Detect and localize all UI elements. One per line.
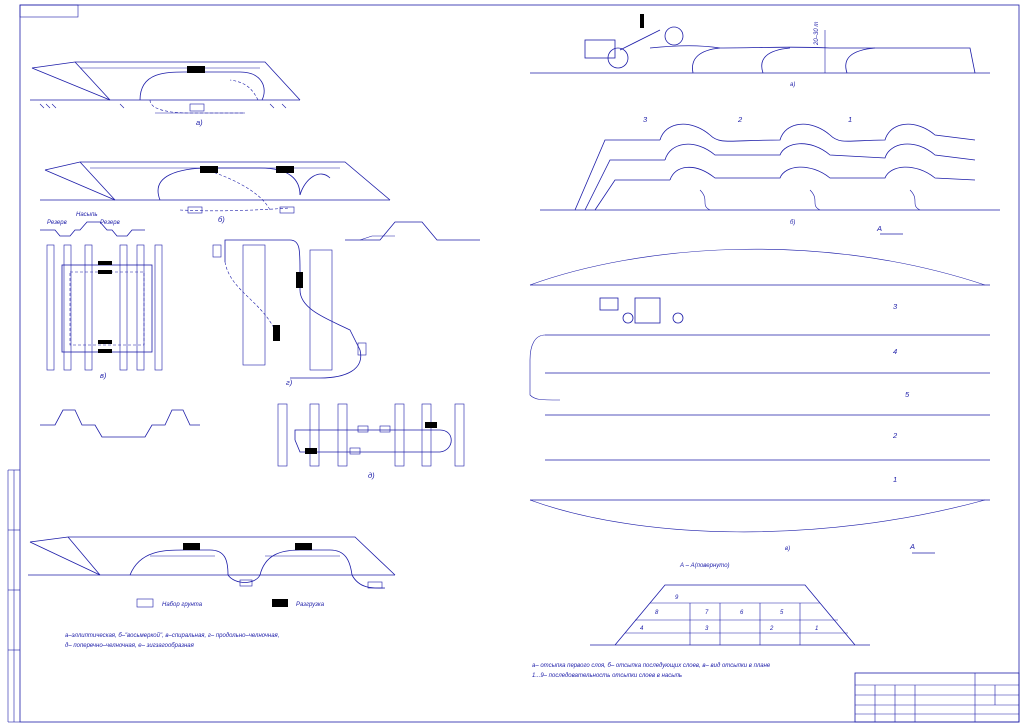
unload-block — [187, 66, 205, 73]
dim-label: 20–30 m — [814, 22, 820, 46]
scheme-b: б) — [40, 161, 391, 224]
fill-block — [189, 103, 205, 112]
right-scheme-a: 20–30 m а) — [530, 14, 990, 88]
legend: Набор грунта Разгрузка — [136, 598, 325, 608]
right-fig-label-v: в) — [785, 546, 790, 552]
reserve-section: Резерв Насыпь Резерв — [40, 212, 480, 241]
scheme-e — [28, 536, 396, 589]
section-title: А – А(повернуто) — [679, 563, 730, 569]
section-cell-number: 5 — [780, 610, 784, 616]
scheme-a: а) — [30, 61, 301, 127]
scheme-d: д) — [277, 403, 465, 480]
scheme-g: г) — [212, 239, 367, 387]
section-mark-1: А — [876, 224, 882, 233]
binding-strip — [7, 469, 20, 723]
right-fig-label-b: б) — [790, 220, 795, 226]
unload-block — [200, 166, 218, 173]
bulldozer-icon — [584, 39, 616, 59]
title-block — [854, 672, 1020, 723]
fig-label-d: д) — [368, 471, 375, 480]
caption-right-line1: а– отсыпка первого слоя, б– отсыпка посл… — [532, 663, 771, 669]
section-cells: 9 8 7 6 5 4 3 2 1 — [640, 595, 818, 632]
reserve-left-label: Резерв — [47, 220, 67, 226]
embankment-label: Насыпь — [76, 212, 98, 218]
right-fig-label-a: а) — [790, 82, 795, 88]
layer-3: 3 — [643, 115, 648, 124]
plan-3: 3 — [893, 302, 898, 311]
section-cell-number: 3 — [705, 626, 709, 632]
caption-left-line2: д– поперечно–челночная, е– зигзагообразн… — [65, 643, 195, 649]
double-section — [40, 409, 200, 438]
legend-fill-label: Набор грунта — [162, 602, 203, 608]
section-cell-number: 9 — [675, 595, 679, 601]
legend-unload-label: Разгрузка — [296, 602, 325, 608]
section-cell-number: 7 — [705, 610, 709, 616]
caption-left-line1: а–эллиптическая, б–"восьмеркой", в–спира… — [65, 632, 279, 639]
plan-1: 1 — [893, 475, 897, 484]
unload-block — [276, 166, 294, 173]
section-cell-number: 6 — [740, 610, 744, 616]
plan-4: 4 — [893, 347, 897, 356]
reserve-right-label: Резерв — [100, 220, 120, 226]
legend-fill-swatch — [136, 598, 154, 608]
right-scheme-b: 3 2 1 б) А — [540, 115, 1000, 235]
legend-unload-swatch — [272, 599, 288, 607]
fig-label-b: б) — [218, 215, 225, 224]
fill-block — [279, 206, 295, 214]
scheme-v: в) — [46, 244, 163, 380]
caption-right-line2: 1...9– последовательность отсыпки слоев … — [532, 673, 682, 679]
corner-stamp — [19, 4, 79, 18]
fig-label-g: г) — [286, 378, 293, 387]
section-cell-number: 1 — [815, 626, 818, 632]
fig-label-v: в) — [100, 371, 107, 380]
section-cell-number: 8 — [655, 610, 659, 616]
sheet-frame — [19, 4, 1020, 723]
plan-5: 5 — [905, 390, 910, 399]
section-cell-number: 4 — [640, 626, 644, 632]
layer-2: 2 — [737, 115, 743, 124]
fig-label-a: а) — [196, 118, 203, 127]
section-aa: А – А(повернуто) 9 8 7 6 5 4 3 2 1 — [590, 563, 870, 646]
right-scheme-v: 3 4 5 2 1 в) А — [529, 248, 990, 554]
section-cell-number: 2 — [769, 626, 774, 632]
section-mark-2: А — [909, 542, 915, 551]
layer-1: 1 — [848, 115, 852, 124]
fill-block — [187, 206, 203, 214]
plan-2: 2 — [892, 431, 898, 440]
